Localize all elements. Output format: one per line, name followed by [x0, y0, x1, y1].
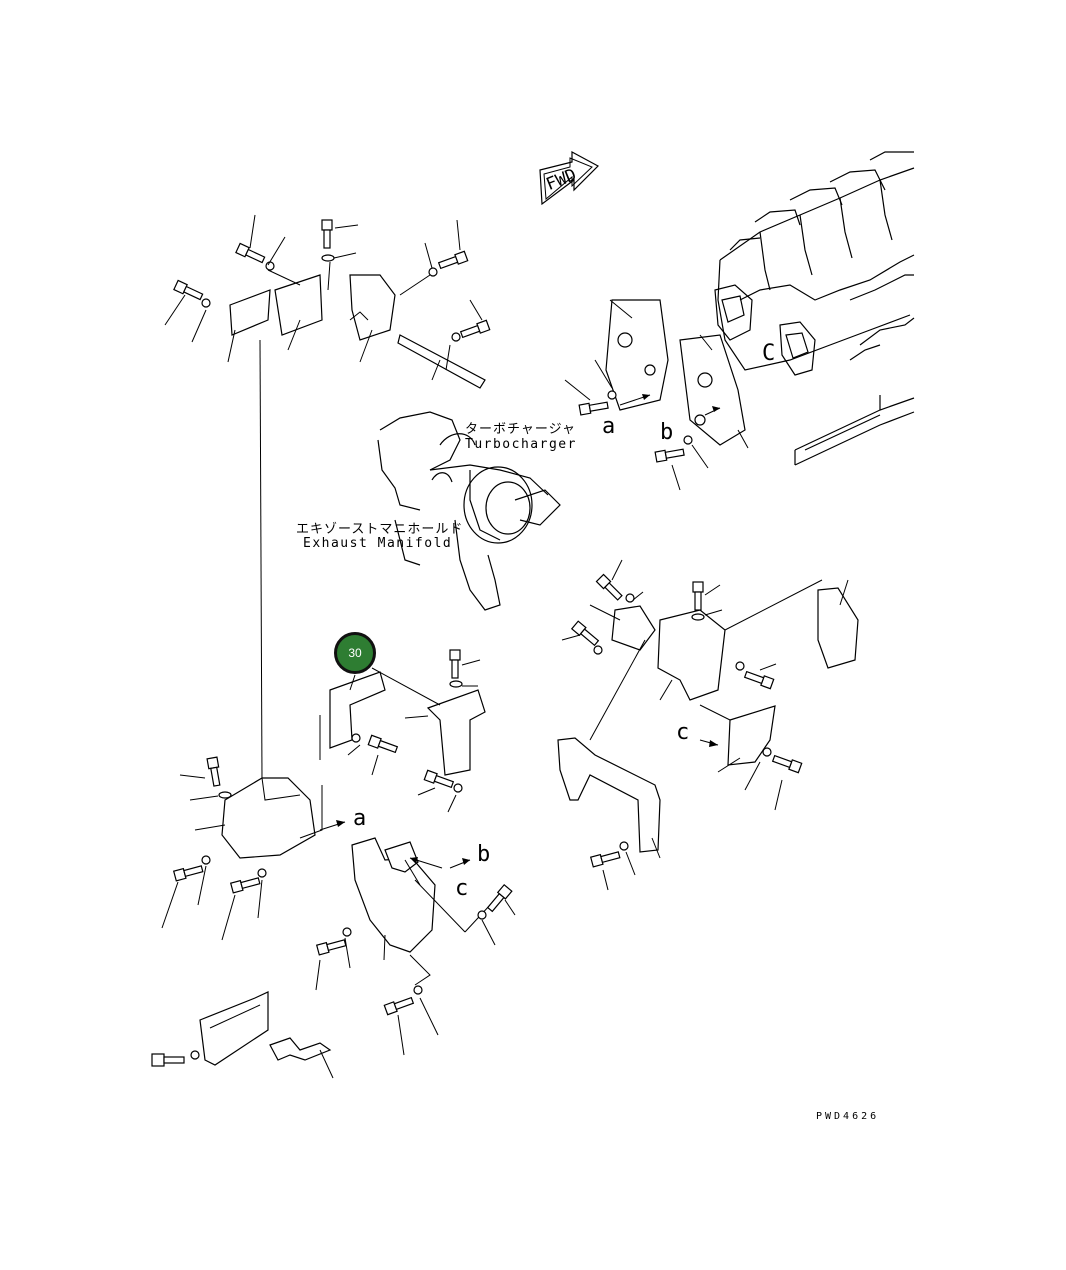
lower-center-bracket — [315, 837, 516, 991]
engine-block: C — [714, 151, 915, 466]
turbocharger-jp-label: ターボチャージャ — [465, 422, 576, 437]
exhaust-manifold-en-label: Exhaust Manifold — [303, 536, 453, 551]
fwd-arrow — [539, 150, 599, 206]
bottom-parts — [151, 985, 439, 1079]
svg-text:C: C — [762, 341, 775, 366]
exhaust-manifold-jp-label: エキゾーストマニホールド — [296, 522, 464, 537]
right-bracket-cluster — [557, 559, 859, 891]
center-bracket — [319, 649, 486, 813]
drawing-code: PWD4626 — [816, 1111, 880, 1122]
ref-a-top: a — [602, 414, 616, 439]
lower-left-bracket — [161, 756, 346, 941]
ref-b-top: b — [660, 420, 674, 445]
ref-a-bottom: a — [353, 806, 367, 831]
top-bracket-cluster — [164, 214, 491, 781]
ref-c-right: c — [676, 720, 690, 745]
callout-30-badge[interactable]: 30 — [334, 632, 376, 674]
ref-c-bottom: c — [455, 876, 469, 901]
turbocharger-en-label: Turbocharger — [465, 437, 577, 452]
turbocharger — [377, 411, 561, 611]
ref-b-bottom: b — [477, 842, 491, 867]
upper-right-plates — [564, 299, 749, 491]
